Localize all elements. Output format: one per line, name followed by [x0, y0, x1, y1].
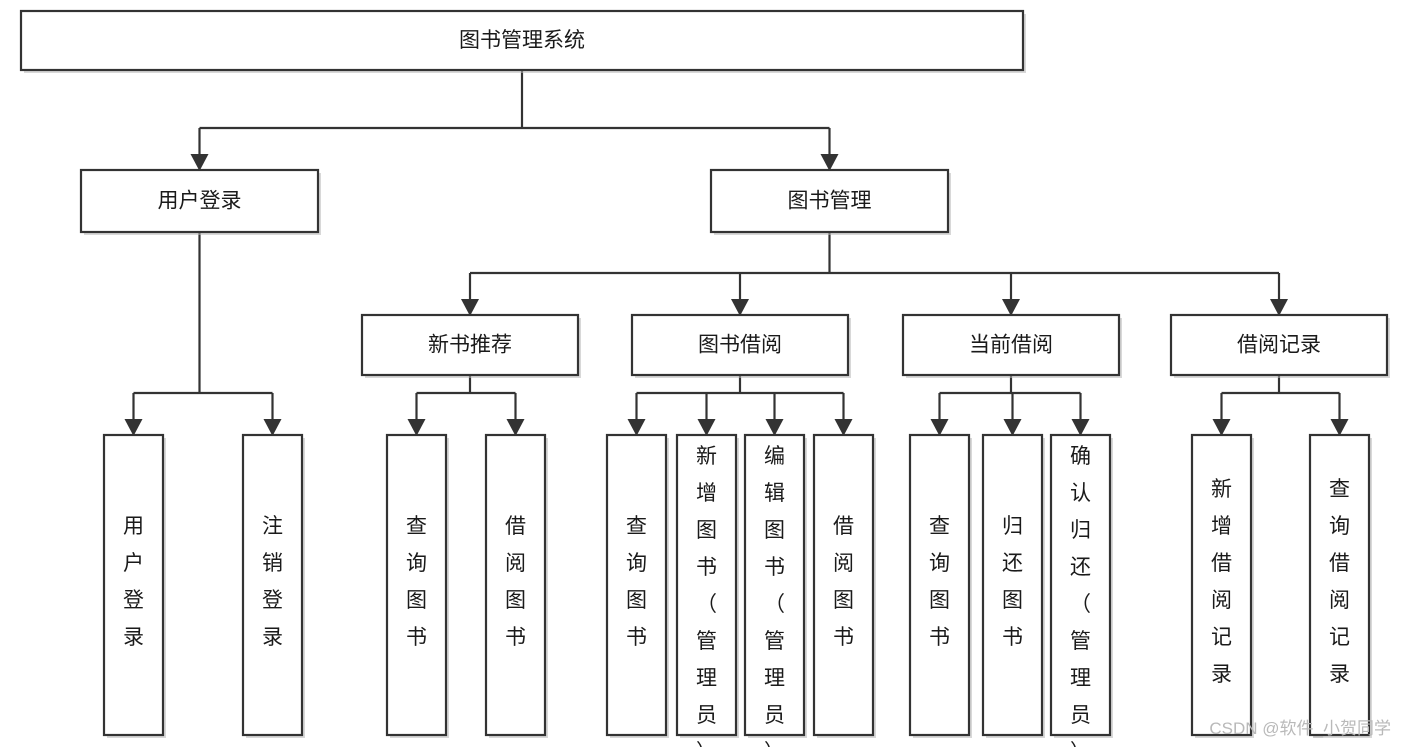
node-label: 查询图书 [929, 515, 950, 649]
arrow-head [1003, 419, 1022, 436]
node-box[interactable] [484, 433, 547, 737]
node-label: 查询图书 [626, 515, 647, 649]
node-leaf[interactable]: 查询图书 [908, 433, 972, 738]
connector-group [1212, 375, 1349, 436]
arrow-head [731, 299, 749, 316]
node-level3[interactable]: 新书推荐 [360, 313, 581, 378]
node-leaf[interactable]: 归还图书 [981, 433, 1045, 738]
arrow-head [627, 419, 646, 436]
node-leaf[interactable]: 注销登录 [241, 433, 305, 738]
node-label: 借阅记录 [1237, 334, 1321, 357]
node-box[interactable] [102, 433, 165, 737]
arrow-head [697, 419, 716, 436]
node-box[interactable] [385, 433, 448, 737]
node-level3[interactable]: 图书借阅 [630, 313, 851, 378]
node-label: 新增借阅记录 [1211, 478, 1232, 686]
node-leaf[interactable]: 查询图书 [605, 433, 669, 738]
arrow-head [1002, 299, 1020, 316]
node-label: 确认归还（管理员） [1070, 445, 1091, 747]
node-box[interactable] [709, 168, 950, 234]
node-label: 查询图书 [406, 515, 427, 649]
arrow-head [124, 419, 143, 436]
node-label: 图书管理 [788, 190, 872, 213]
node-box[interactable] [1169, 313, 1389, 377]
node-layer: 图书管理系统用户登录图书管理新书推荐图书借阅当前借阅借阅记录用户登录注销登录查询… [19, 9, 1390, 747]
connector-group [124, 232, 282, 436]
node-leaf[interactable]: 新增借阅记录 [1190, 433, 1254, 738]
node-root[interactable]: 图书管理系统 [19, 9, 1026, 73]
connector-layer [124, 70, 1349, 436]
arrow-head [461, 299, 479, 316]
node-box[interactable] [605, 433, 668, 737]
node-box[interactable] [1049, 433, 1112, 737]
arrow-head [1071, 419, 1090, 436]
node-label: 用户登录 [158, 190, 242, 213]
node-box[interactable] [630, 313, 850, 377]
node-label: 图书借阅 [698, 334, 782, 357]
node-label: 注销登录 [262, 515, 283, 649]
node-label: 当前借阅 [969, 334, 1053, 357]
arrow-head [263, 419, 282, 436]
arrow-head [765, 419, 784, 436]
node-level3[interactable]: 借阅记录 [1169, 313, 1390, 378]
connector-group [627, 375, 853, 436]
node-box[interactable] [675, 433, 738, 737]
node-box[interactable] [812, 433, 875, 737]
node-label: 借阅图书 [505, 515, 526, 649]
connector-group [930, 375, 1090, 436]
node-box[interactable] [79, 168, 320, 234]
node-label: 新增图书（管理员） [696, 445, 717, 747]
arrow-head [820, 154, 839, 171]
node-box[interactable] [19, 9, 1025, 72]
node-leaf[interactable]: 编辑图书（管理员） [743, 433, 807, 747]
node-label: 图书管理系统 [459, 29, 585, 52]
node-leaf[interactable]: 查询图书 [385, 433, 449, 738]
arrow-head [834, 419, 853, 436]
connector-group [190, 70, 839, 171]
node-box[interactable] [241, 433, 304, 737]
watermark-label: CSDN @软件_小贺同学 [1209, 719, 1391, 738]
node-leaf[interactable]: 借阅图书 [812, 433, 876, 738]
arrow-head [1270, 299, 1288, 316]
arrow-head [930, 419, 949, 436]
node-label: 归还图书 [1002, 515, 1023, 649]
arrow-head [1212, 419, 1231, 436]
node-leaf[interactable]: 用户登录 [102, 433, 166, 738]
node-label: 新书推荐 [428, 334, 512, 357]
node-box[interactable] [981, 433, 1044, 737]
node-box[interactable] [1308, 433, 1371, 737]
arrow-head [1330, 419, 1349, 436]
node-label: 借阅图书 [833, 515, 854, 649]
node-label: 用户登录 [123, 515, 144, 649]
node-level3[interactable]: 当前借阅 [901, 313, 1122, 378]
arrow-head [506, 419, 525, 436]
node-level2[interactable]: 用户登录 [79, 168, 321, 235]
node-label: 编辑图书（管理员） [764, 445, 785, 747]
node-leaf[interactable]: 新增图书（管理员） [675, 433, 739, 747]
node-leaf[interactable]: 查询借阅记录 [1308, 433, 1372, 738]
node-box[interactable] [901, 313, 1121, 377]
node-box[interactable] [908, 433, 971, 737]
arrow-head [407, 419, 426, 436]
arrow-head [190, 154, 209, 171]
node-level2[interactable]: 图书管理 [709, 168, 951, 235]
node-box[interactable] [360, 313, 580, 377]
node-leaf[interactable]: 确认归还（管理员） [1049, 433, 1113, 747]
node-label: 查询借阅记录 [1329, 478, 1350, 686]
node-box[interactable] [1190, 433, 1253, 737]
node-box[interactable] [743, 433, 806, 737]
connector-group [461, 232, 1288, 316]
connector-group [407, 375, 525, 436]
node-leaf[interactable]: 借阅图书 [484, 433, 548, 738]
